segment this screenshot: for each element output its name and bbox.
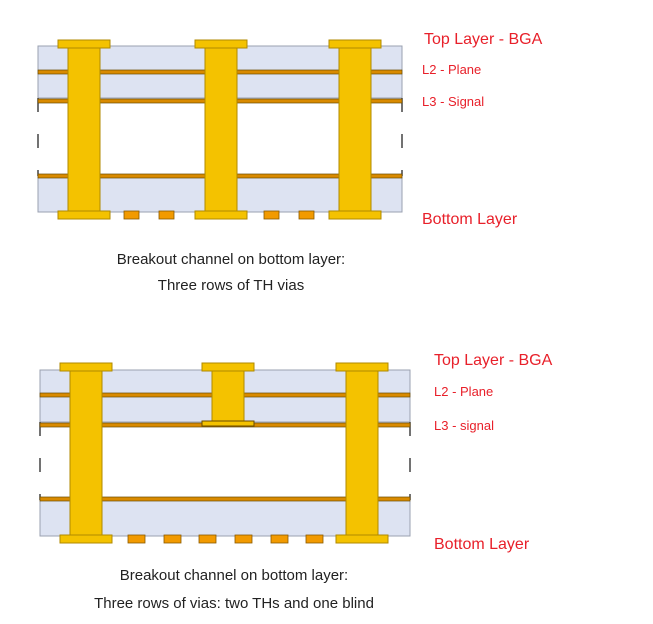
th-via-3 (328, 39, 382, 220)
caption-line-2: Three rows of vias: two THs and one blin… (94, 595, 374, 612)
caption-line-1: Breakout channel on bottom layer: (117, 251, 345, 268)
th-via-1 (57, 39, 111, 220)
th-via-2 (194, 39, 248, 220)
caption-line-2: Three rows of TH vias (158, 277, 304, 294)
bottom-pads (127, 534, 324, 544)
caption-line-1: Breakout channel on bottom layer: (120, 567, 348, 584)
label-bottom-layer: Bottom Layer (422, 211, 518, 228)
diagram-1-stackup: Top Layer - BGA L2 - Plane L3 - Signal B… (37, 31, 543, 294)
bottom-pads (123, 210, 315, 220)
label-top-layer: Top Layer - BGA (424, 31, 543, 48)
label-top-layer: Top Layer - BGA (434, 352, 553, 369)
blind-via (201, 362, 255, 427)
th-via-2 (335, 362, 389, 544)
label-l3: L3 - Signal (422, 94, 484, 109)
diagram-2-stackup: Top Layer - BGA L2 - Plane L3 - signal B… (39, 352, 553, 612)
label-l2: L2 - Plane (434, 384, 493, 399)
label-l2: L2 - Plane (422, 62, 481, 77)
label-bottom-layer: Bottom Layer (434, 536, 530, 553)
label-l3: L3 - signal (434, 418, 494, 433)
th-via-1 (59, 362, 113, 544)
layer-inner (39, 496, 411, 502)
